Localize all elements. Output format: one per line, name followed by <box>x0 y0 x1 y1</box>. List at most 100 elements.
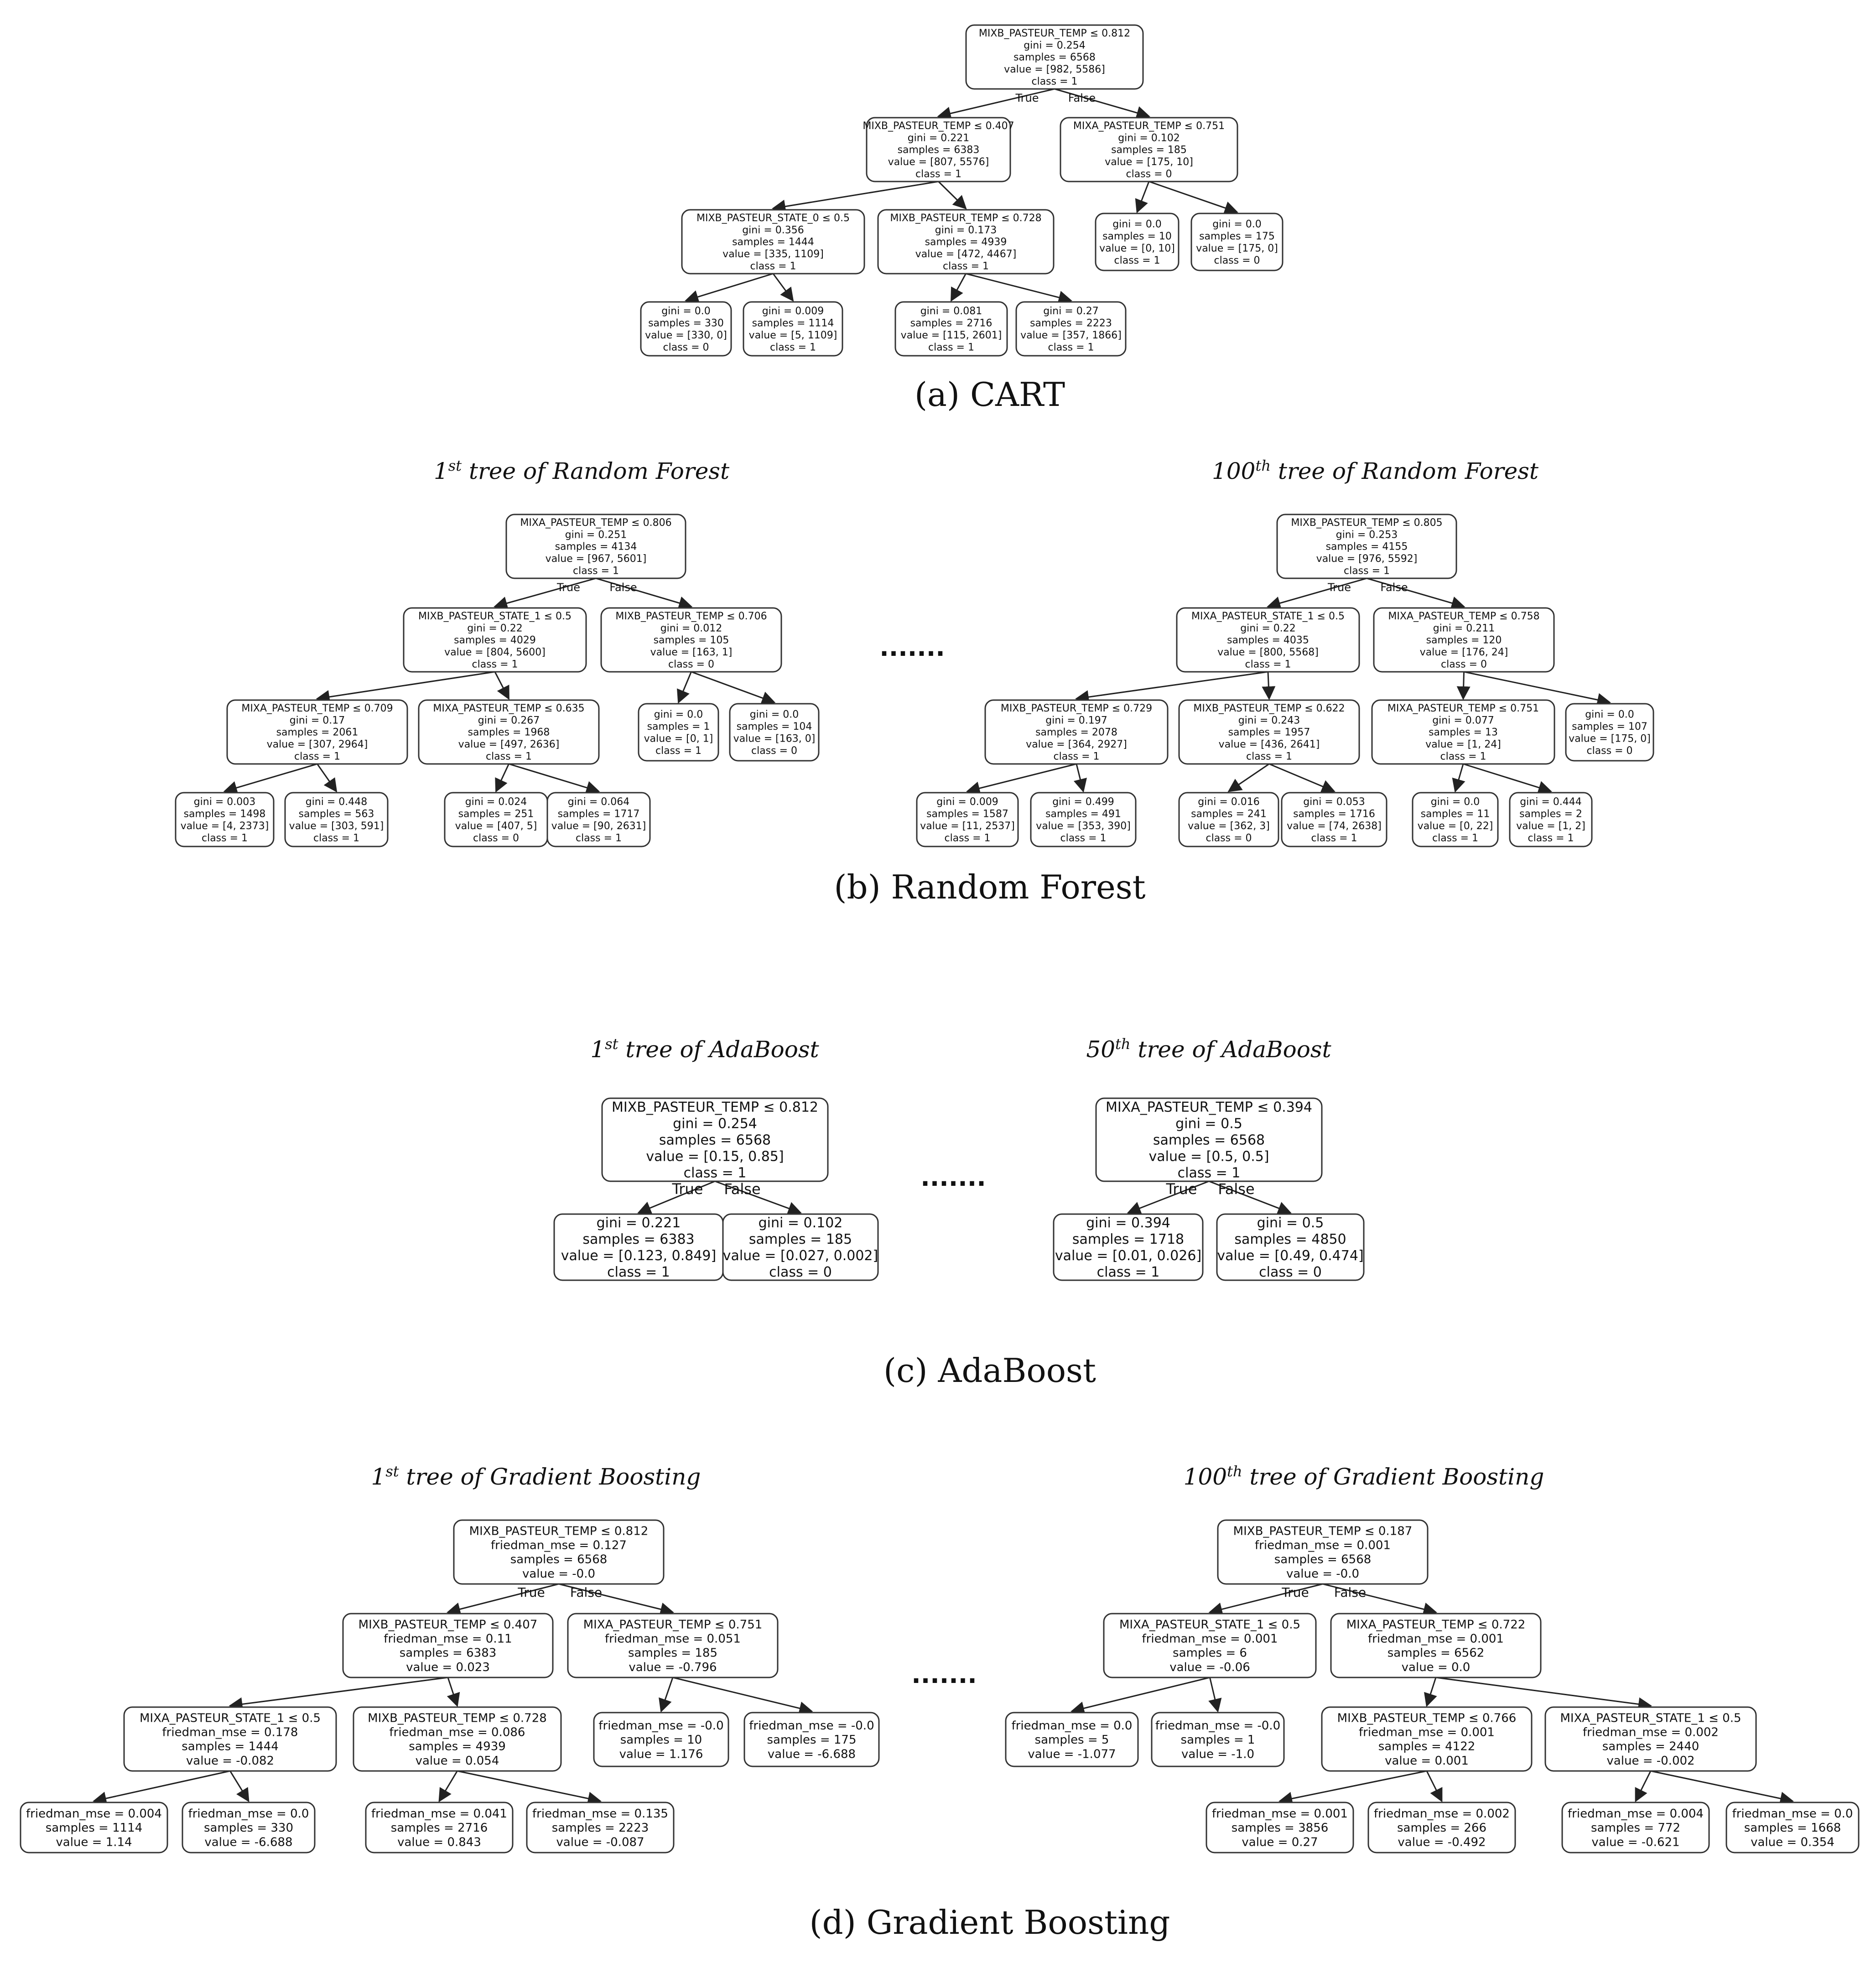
node-text-line: class = 1 <box>1178 1165 1241 1181</box>
node-text-line: samples = 6562 <box>1388 1646 1485 1660</box>
tree-edge <box>1127 1180 1210 1215</box>
edge-label-true: True <box>556 581 580 594</box>
node-box <box>1321 1706 1533 1772</box>
node-text-line: value = [0.01, 0.026] <box>1055 1248 1201 1264</box>
node-text-line: samples = 175 <box>1199 231 1275 242</box>
tree-edge <box>495 763 509 793</box>
node-text-line: gini = 0.009 <box>936 796 998 808</box>
tree-edge <box>1075 671 1268 704</box>
node-text-line: value = 0.843 <box>397 1835 481 1849</box>
node-box <box>1725 1802 1860 1854</box>
tree-edge <box>317 763 338 793</box>
node-box <box>1561 1802 1710 1854</box>
node-text-line: class = 0 <box>668 659 714 670</box>
node-text-line: value = [362, 3] <box>1188 820 1270 832</box>
tree-title-rf-last: 100th tree of Random Forest <box>1212 457 1539 484</box>
tree-edge <box>494 577 596 610</box>
tree-title-number: 50 <box>1086 1036 1115 1063</box>
node-text-line: value = [0, 10] <box>1099 243 1175 254</box>
node-text-line: samples = 563 <box>299 809 374 820</box>
node-text-line: gini = 0.102 <box>759 1215 843 1231</box>
node-text-line: value = 1.176 <box>619 1747 703 1761</box>
tree-title-ordinal: th <box>1115 1035 1130 1053</box>
node-text-line: class = 1 <box>1060 832 1106 844</box>
node-box <box>1030 792 1137 847</box>
node-text-line: samples = 2 <box>1519 809 1582 820</box>
node-text-line: samples = 6568 <box>1274 1553 1372 1567</box>
node-text-line: samples = 2223 <box>552 1821 649 1835</box>
node-text-line: samples = 120 <box>1426 635 1502 646</box>
tree-edge <box>596 577 693 610</box>
node-text-line: samples = 105 <box>654 635 729 646</box>
node-text-line: class = 1 <box>655 745 702 757</box>
node-box <box>640 301 732 357</box>
tree-title-ada-first: 1st tree of AdaBoost <box>590 1035 819 1063</box>
node-text-line: class = 1 <box>915 169 961 180</box>
edge-label-true: True <box>517 1585 545 1600</box>
ellipsis-rf: ....... <box>879 633 945 662</box>
node-text-line: value = [330, 0] <box>645 330 727 341</box>
tree-edge <box>1267 577 1367 610</box>
node-text-line: value = [800, 5568] <box>1217 647 1319 658</box>
tree-edge <box>1367 577 1465 610</box>
node-box <box>1281 792 1388 847</box>
node-text-line: samples = 1718 <box>1072 1231 1184 1247</box>
node-text-line: gini = 0.0 <box>750 709 799 721</box>
node-text-line: value = -0.621 <box>1591 1835 1679 1849</box>
node-text-line: class = 1 <box>607 1264 670 1280</box>
node-text-line: samples = 13 <box>1429 727 1498 738</box>
edge-label-false: False <box>570 1585 602 1600</box>
tree-edge <box>229 1771 249 1802</box>
tree-edge <box>1227 763 1270 792</box>
tree-edge <box>659 1677 674 1713</box>
node-box <box>567 1613 779 1678</box>
node-text-line: class = 0 <box>1441 659 1487 670</box>
node-text-line: MIXB_PASTEUR_TEMP ≤ 0.728 <box>890 213 1041 224</box>
tree-title-text: tree of Random Forest <box>1271 458 1539 484</box>
tree-title-number: 100 <box>1184 1464 1227 1490</box>
node-box <box>284 792 389 847</box>
node-text-line: value = [0.49, 0.474] <box>1217 1248 1363 1264</box>
node-text-line: MIXA_PASTEUR_STATE_1 ≤ 0.5 <box>1560 1711 1741 1725</box>
node-box <box>638 703 719 762</box>
node-text-line: value = 0.023 <box>406 1661 490 1674</box>
node-box <box>342 1613 554 1678</box>
node-box <box>1216 1213 1365 1281</box>
node-text-line: class = 1 <box>1432 832 1478 844</box>
node-text-line: samples = 11 <box>1421 809 1490 820</box>
tree-title-text: tree of Random Forest <box>462 458 730 484</box>
node-text-line: class = 0 <box>1259 1264 1322 1280</box>
node-text-line: gini = 0.0 <box>661 306 711 317</box>
node-text-line: value = [303, 591] <box>289 820 384 832</box>
tree-edge <box>951 273 967 302</box>
node-text-line: samples = 4029 <box>454 635 536 646</box>
node-box <box>722 1213 879 1281</box>
node-text-line: value = 0.0 <box>1402 1661 1471 1674</box>
node-text-line: samples = 4939 <box>925 237 1007 248</box>
node-text-line: MIXA_PASTEUR_TEMP ≤ 0.751 <box>1073 120 1225 132</box>
node-text-line: samples = 3856 <box>1232 1821 1329 1835</box>
node-text-line: value = 0.001 <box>1385 1754 1469 1768</box>
tree-edge <box>1424 1677 1437 1707</box>
node-text-line: gini = 0.0 <box>1212 219 1262 230</box>
node-text-line: gini = 0.5 <box>1175 1116 1242 1132</box>
tree-title-ordinal: st <box>605 1035 618 1053</box>
node-text-line: friedman_mse = 0.11 <box>384 1632 512 1646</box>
